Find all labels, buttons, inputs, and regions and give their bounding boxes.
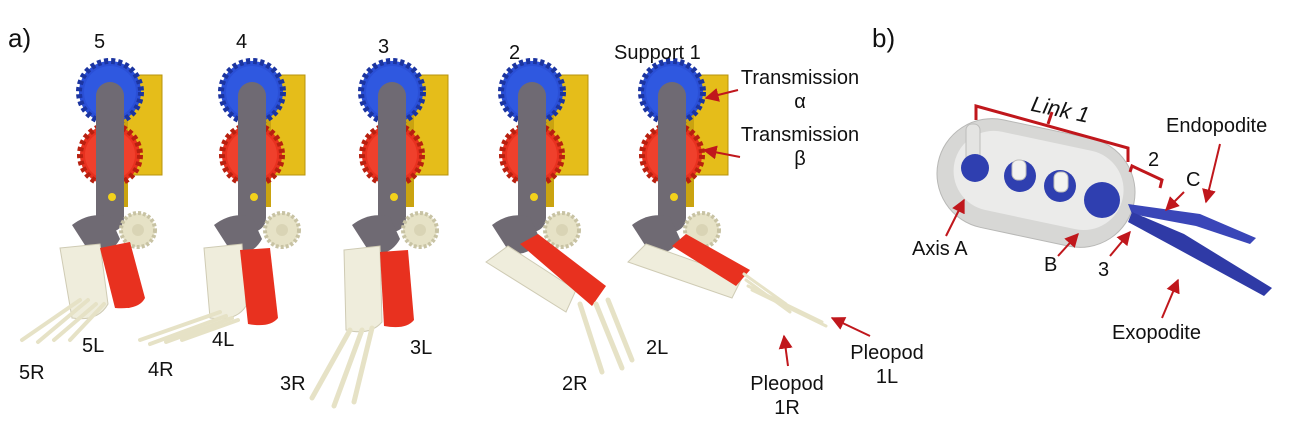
panel-b-arrows bbox=[945, 143, 1221, 319]
module-3-drawing bbox=[309, 61, 449, 409]
link1-inner bbox=[953, 130, 1124, 231]
leg-4r-label: 4R bbox=[148, 359, 174, 381]
joint-b-label: B bbox=[1044, 254, 1058, 276]
link2-bracket bbox=[1128, 163, 1164, 189]
gear-pins bbox=[1011, 159, 1069, 193]
module-3-label: 3 bbox=[378, 36, 390, 58]
arrow-pleopod-1r bbox=[778, 334, 793, 367]
exopodite-paddle bbox=[1128, 212, 1272, 296]
cream-housing bbox=[59, 243, 109, 320]
module-2-label: 2 bbox=[509, 42, 521, 64]
gray-crank bbox=[72, 215, 120, 254]
panel-b-drawing bbox=[936, 104, 1272, 296]
exopodite-label: Exopodite bbox=[1112, 322, 1201, 344]
leg-2r-label: 2R bbox=[562, 373, 588, 395]
transmission-beta-label: Transmission β bbox=[734, 123, 866, 171]
arrow-transmission-alpha bbox=[704, 88, 739, 102]
link3-label: 3 bbox=[1098, 259, 1110, 281]
endopodite-label: Endopodite bbox=[1166, 115, 1268, 137]
pivot-pin bbox=[108, 193, 116, 201]
arrow-axis-a bbox=[945, 198, 965, 237]
gray-link bbox=[96, 82, 124, 232]
support-1-label: Support 1 bbox=[614, 42, 701, 64]
module-4-label: 4 bbox=[236, 31, 248, 53]
pleopod-1l-label: Pleopod 1L bbox=[842, 341, 932, 389]
arrow-c bbox=[1165, 191, 1185, 211]
leg-3l-label: 3L bbox=[410, 337, 433, 359]
link2-label: 2 bbox=[1148, 149, 1160, 171]
transmission-beta-line1: Transmission bbox=[740, 124, 860, 146]
cream-gear bbox=[119, 211, 157, 249]
arrow-pleopod-1l bbox=[830, 317, 871, 337]
arrow-3 bbox=[1109, 230, 1131, 257]
arrow-endopodite bbox=[1202, 143, 1221, 204]
pleopod-fingers bbox=[20, 298, 106, 344]
endopodite-paddle bbox=[1128, 204, 1256, 244]
link1-bracket bbox=[974, 104, 1130, 162]
pleopod-1l-line1: Pleopod bbox=[850, 342, 924, 364]
module-5-drawing bbox=[20, 61, 163, 344]
panel-a-label: a) bbox=[8, 23, 32, 53]
joint-c-label: C bbox=[1186, 169, 1201, 191]
red-leg-link bbox=[100, 242, 145, 309]
module-4-drawing bbox=[138, 61, 306, 346]
transmission-alpha-line1: Transmission bbox=[740, 67, 860, 89]
leg-5l-label: 5L bbox=[82, 335, 105, 357]
arrow-transmission-beta bbox=[702, 145, 741, 160]
transmission-alpha-line2: α bbox=[794, 91, 806, 113]
leg-4l-label: 4L bbox=[212, 329, 235, 351]
pleopod-1l-line2: 1L bbox=[875, 366, 899, 388]
pleopod-1r-label: Pleopod 1R bbox=[742, 372, 832, 420]
transmission-beta-line2: β bbox=[794, 148, 806, 170]
panel-b-label: b) bbox=[872, 23, 896, 53]
transmission-alpha-label: Transmission α bbox=[734, 66, 866, 114]
axis-a-label: Axis A bbox=[912, 238, 968, 260]
arrow-b bbox=[1057, 232, 1079, 257]
leg-5r-label: 5R bbox=[19, 362, 45, 384]
pleopod-1r-line2: 1R bbox=[774, 397, 800, 419]
arrow-exopodite bbox=[1161, 278, 1180, 319]
leg-2l-label: 2L bbox=[646, 337, 669, 359]
panel-a-arrows bbox=[702, 88, 871, 367]
module-5-label: 5 bbox=[94, 31, 106, 53]
pleopod-1r-line1: Pleopod bbox=[750, 373, 824, 395]
leg-3r-label: 3R bbox=[280, 373, 306, 395]
module-2-drawing bbox=[485, 61, 635, 375]
